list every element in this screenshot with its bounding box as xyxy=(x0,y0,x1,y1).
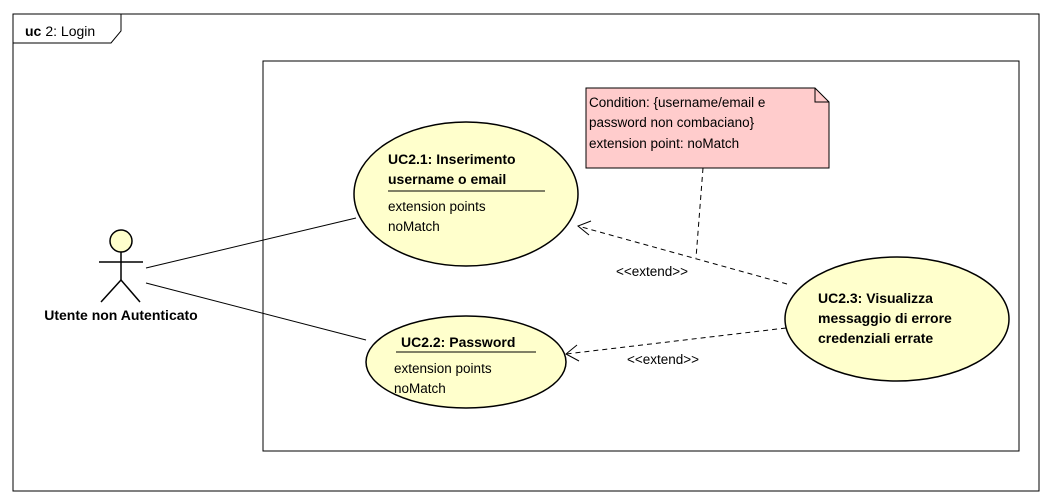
frame-label: 2: Login xyxy=(45,23,95,39)
use-case-uc22: UC2.2: Password extension points noMatch xyxy=(365,315,567,409)
use-case-uc21-ext-point: noMatch xyxy=(388,219,440,234)
extend-arrow-uc23-to-uc21 xyxy=(577,220,788,285)
use-case-uc23-title-line1: UC2.3: Visualizza xyxy=(818,290,933,306)
use-case-uc23-shape xyxy=(784,256,1010,382)
frame-tab xyxy=(12,13,122,44)
use-case-uc23-title-line2: messaggio di errore xyxy=(818,310,952,326)
association-actor-uc22 xyxy=(145,282,367,341)
note-fold xyxy=(814,88,829,103)
extend-label-2: <<extend>> xyxy=(627,352,699,367)
actor-name: Utente non Autenticato xyxy=(44,307,197,323)
note-anchor-line xyxy=(695,167,704,259)
note-line-2: password non combaciano} xyxy=(589,115,755,130)
use-case-uc21: UC2.1: Inserimento username o email exte… xyxy=(353,121,579,267)
condition-note: Condition: {username/email e password no… xyxy=(585,87,830,169)
association-actor-uc21 xyxy=(145,217,357,269)
use-case-uc21-shape xyxy=(353,121,579,267)
use-case-uc22-title: UC2.2: Password xyxy=(401,334,515,350)
extend-arrow-uc23-to-uc22 xyxy=(565,327,787,362)
use-case-uc21-title-line1: UC2.1: Inserimento xyxy=(388,151,516,167)
use-case-uc21-title-line2: username o email xyxy=(388,171,506,187)
use-case-uc21-ext-label: extension points xyxy=(388,199,486,214)
use-case-uc23: UC2.3: Visualizza messaggio di errore cr… xyxy=(784,256,1010,382)
frame-keyword: uc xyxy=(25,23,42,39)
extend-label-1: <<extend>> xyxy=(616,264,688,279)
note-line-3: extension point: noMatch xyxy=(589,136,739,151)
use-case-uc22-ext-label: extension points xyxy=(394,361,492,376)
use-case-uc22-shape xyxy=(365,315,567,409)
actor-stick-figure xyxy=(99,229,143,303)
use-case-uc22-ext-point: noMatch xyxy=(394,381,446,396)
note-line-1: Condition: {username/email e xyxy=(589,95,765,110)
actor-head xyxy=(109,229,133,253)
note-shape xyxy=(585,87,830,169)
use-case-uc23-title-line3: credenziali errate xyxy=(818,330,933,346)
